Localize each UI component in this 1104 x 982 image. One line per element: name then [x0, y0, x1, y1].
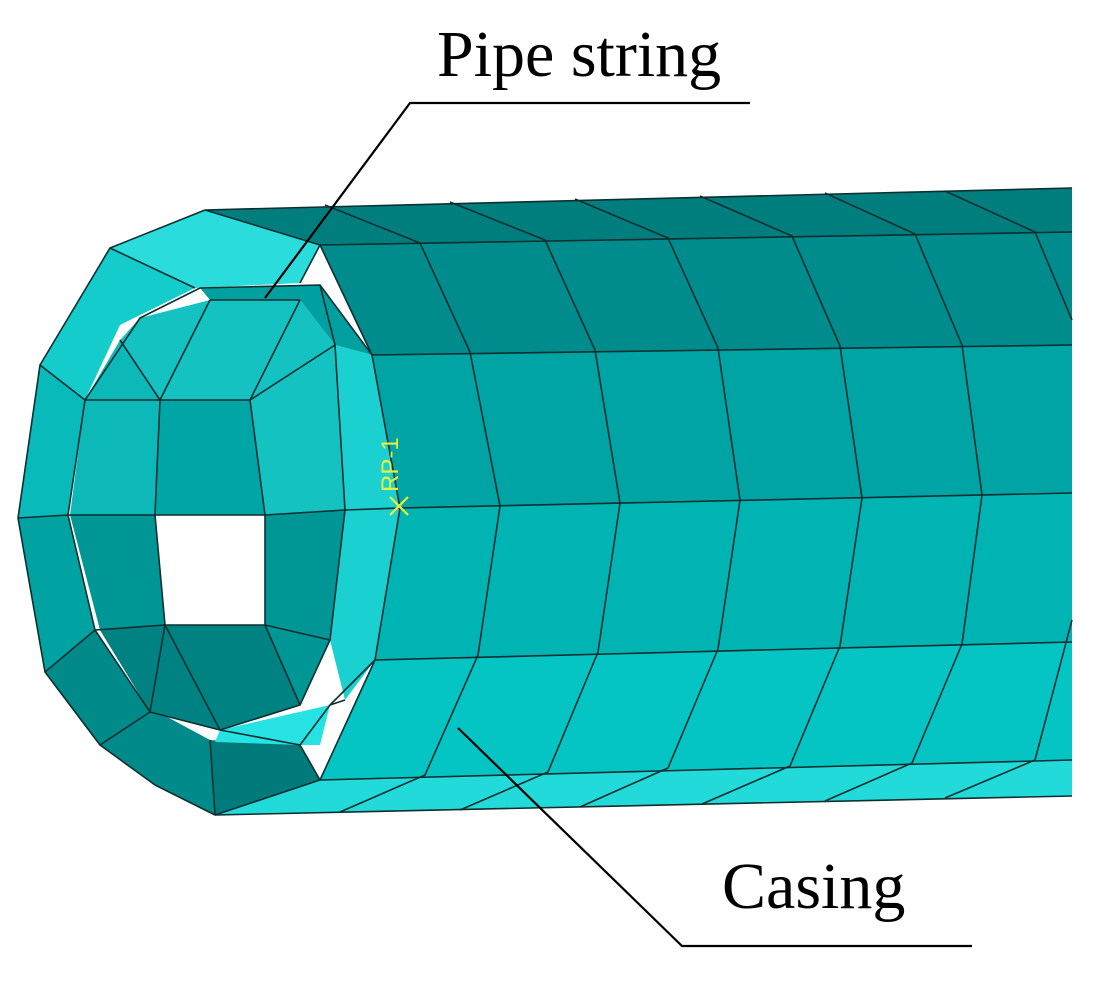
pipe-string-label: Pipe string	[437, 18, 721, 91]
pipe-inner-bottom	[100, 625, 300, 730]
mesh-edges-circumferential	[324, 190, 1073, 813]
mesh-edges-longitudinal	[204, 187, 1073, 816]
casing-strip-lower	[320, 642, 1072, 780]
pipe-inner-left	[70, 340, 160, 515]
casing-strip-top	[205, 188, 1072, 245]
annulus-seg-upper-left	[40, 248, 195, 400]
pipe-ring-top	[200, 285, 372, 355]
casing-strip-bottom	[215, 760, 1072, 815]
pipe-string-leader	[264, 101, 750, 299]
casing-strip-middle-lower	[375, 493, 1072, 660]
annulus-seg-lower-left	[18, 515, 95, 672]
annulus-seg-bottom-left	[45, 630, 215, 815]
casing-outer-surface	[205, 188, 1072, 815]
annulus-seg-bottom	[210, 740, 320, 815]
casing-strip-middle-upper	[372, 345, 1072, 508]
casing-label: Casing	[722, 850, 905, 923]
reference-point-marker: RP-1	[377, 437, 409, 516]
pipe-inner-upper	[120, 300, 345, 515]
pipe-inner-center	[155, 400, 265, 515]
pipe-string-end	[70, 285, 400, 745]
reference-point-label: RP-1	[377, 437, 404, 492]
casing-strip-upper	[320, 232, 1072, 355]
casing-leader	[457, 727, 972, 948]
